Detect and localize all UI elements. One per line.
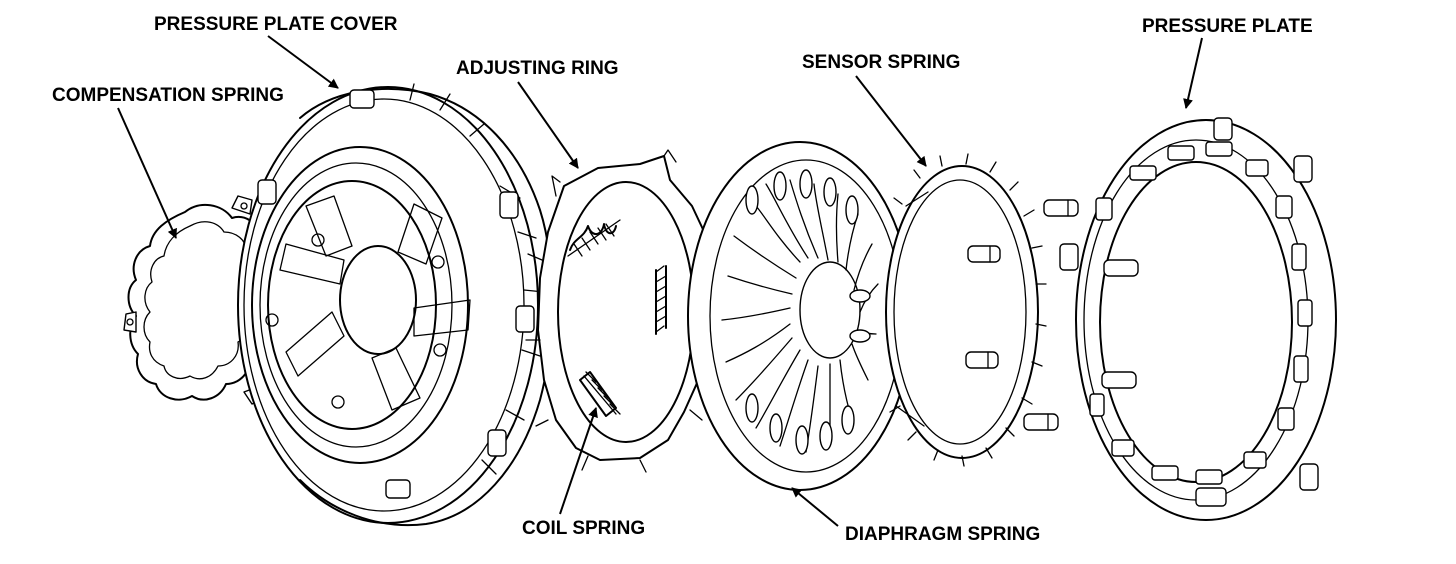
label-diaphragm-spring: DIAPHRAGM SPRING [845,524,1040,545]
pressure-plate-part [1059,117,1337,521]
leader-coil-spring [559,407,598,515]
coil-spring-top [567,219,621,257]
label-compensation-spring: COMPENSATION SPRING [52,85,284,106]
shoulder-bolt-2 [967,245,1001,263]
leader-pressure-plate-cover [267,35,339,89]
label-coil-spring: COIL SPRING [522,518,645,539]
leader-diaphragm-spring [791,487,839,527]
label-adjusting-ring: ADJUSTING RING [456,58,619,79]
label-sensor-spring: SENSOR SPRING [802,52,960,73]
shoulder-bolt-3 [965,351,999,369]
label-pressure-plate-cover: PRESSURE PLATE COVER [154,14,398,35]
coil-spring-middle [655,265,667,335]
sensor-spring-part [885,153,1047,467]
leader-adjusting-ring [517,81,579,169]
label-pressure-plate: PRESSURE PLATE [1142,16,1313,37]
leader-compensation-spring [117,107,177,239]
diaphragm-spring-part [687,141,913,491]
shoulder-bolt-4 [1023,413,1059,431]
pressure-plate-cover-part [237,83,553,526]
coil-spring-bottom [579,371,621,417]
leader-sensor-spring [855,75,927,167]
shoulder-bolt-1 [1043,199,1079,217]
leader-lines [117,35,1203,527]
leader-pressure-plate [1183,37,1203,109]
